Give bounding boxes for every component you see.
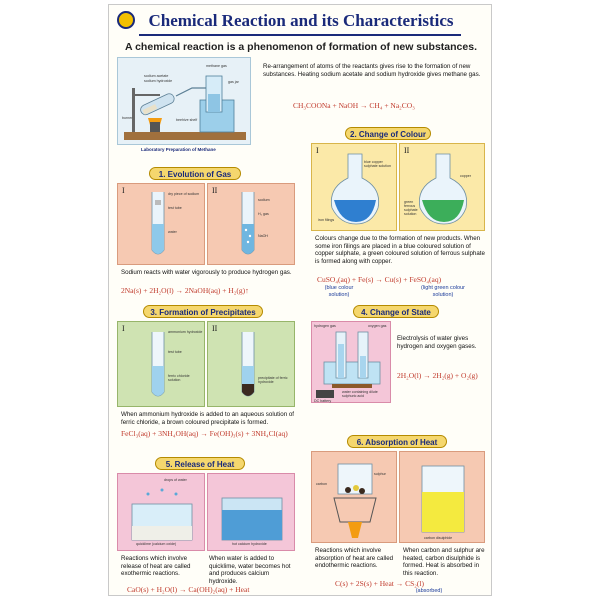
label-h2-gas: H₂ gas (258, 212, 269, 216)
label-gas-jar: gas jar (228, 80, 239, 84)
absorb-panel-2: carbon disulphide (399, 451, 485, 543)
heat-panel-2: hot calcium hydroxide (207, 473, 295, 551)
heading-evolution-of-gas: 1. Evolution of Gas (149, 167, 241, 180)
heading-precipitates: 3. Formation of Precipitates (143, 305, 263, 318)
absorb-equation: C(s) + 2S(s) + Heat → CS₂(l) (335, 579, 424, 588)
panel-number: II (212, 324, 218, 333)
label-test-tube: test tube (168, 206, 182, 210)
absorb-text-left: Reactions which involve absorption of he… (315, 547, 394, 569)
absorb-text-right: When carbon and sulphur are heated, carb… (403, 547, 485, 577)
label-dilute-acid: water containing dilute sulphuric acid (342, 390, 378, 398)
sodium-piece (155, 200, 161, 205)
label-sulphur: sulphur (374, 472, 386, 476)
label-carbon: carbon (316, 482, 327, 486)
colour-panel-2: II green ferrous sulphate solution coppe… (399, 143, 485, 231)
precip-text: When ammonium hydroxide is added to an a… (121, 411, 295, 426)
heading-change-of-state: 4. Change of State (353, 305, 439, 318)
ferric-chloride-tube-diagram (151, 332, 165, 397)
label-ferric-chloride: ferric chloride solution (168, 374, 190, 382)
label-water: water (168, 230, 177, 234)
label-dc-battery: DC battery (314, 399, 332, 403)
panel-number: II (404, 146, 410, 155)
poster: Chemical Reaction and its Characteristic… (108, 4, 492, 596)
publisher-logo (117, 11, 135, 29)
label-sodium-hydroxide: sodium hydroxide (144, 79, 173, 83)
gas-panel-2: II sodium H₂ gas NaOH (207, 183, 295, 265)
heat-panel-1: drops of water quicklime (calcium oxide) (117, 473, 205, 551)
label-carbon-disulphide: carbon disulphide (424, 536, 453, 540)
methane-caption: Laboratory Preparation of Methane (141, 147, 216, 152)
label-dry-sodium: dry piece of sodium (168, 192, 200, 196)
label-copper-sulphate: blue copper sulphate solution (364, 160, 391, 168)
burner (150, 122, 160, 132)
intro-text: Re-arrangement of atoms of the reactants… (263, 63, 481, 78)
label-quicklime: quicklime (calcium oxide) (136, 542, 177, 546)
heat-text-right: When water is added to quicklime, water … (209, 555, 291, 585)
gas-text: Sodium reacts with water vigorously to p… (121, 269, 292, 276)
heat-equation: CaO(s) + H₂O(l) → Ca(OH)₂(aq) + Heat (127, 585, 250, 594)
panel-number: II (212, 186, 218, 195)
page-subtitle: A chemical reaction is a phenomenon of f… (124, 41, 477, 53)
label-hot-calcium-hydroxide: hot calcium hydroxide (232, 542, 267, 546)
label-beehive-shelf: beehive shelf (176, 118, 198, 122)
label-sodium-acetate: sodium acetate (144, 74, 169, 78)
heading-absorption-of-heat: 6. Absorption of Heat (347, 435, 447, 448)
colour-equation: CuSO₄(aq) + Fe(s) → Cu(s) + FeSO₄(aq) (317, 275, 442, 284)
quicklime-diagram (131, 488, 193, 541)
label-hydrogen-gas: hydrogen gas (314, 324, 336, 328)
brown-precipitate (242, 384, 254, 396)
green-flask-diagram (418, 153, 468, 225)
gas-panel-1: I dry piece of sodium test tube water (117, 183, 205, 265)
absorb-panel-1: carbon sulphur (311, 451, 397, 543)
wooden-stand (124, 132, 246, 140)
blue-flask-diagram (330, 153, 380, 225)
panel-number: I (316, 146, 319, 155)
label-methane-gas: methane gas (206, 64, 227, 68)
colour-panel-1: I blue copper sulphate solution iron fil… (311, 143, 397, 231)
label-sodium: sodium (258, 198, 270, 202)
clamp-stand (132, 88, 135, 132)
label-iron-filings: iron filings (318, 218, 335, 222)
label-naoh: NaOH (258, 234, 268, 238)
gas-equation: 2Na(s) + 2H₂O(l) → 2NaOH(aq) + H₂(g)↑ (121, 286, 249, 295)
precip-panel-2: II precipitate of ferric hydroxide (207, 321, 295, 407)
absorb-note: (absorbed) (415, 588, 443, 594)
label-copper: copper (460, 174, 471, 178)
trough (199, 99, 235, 133)
state-text: Electrolysis of water gives hydrogen and… (397, 335, 477, 350)
page-title: Chemical Reaction and its Characteristic… (148, 11, 454, 30)
label-precipitate: precipitate of ferric hydroxide (258, 376, 288, 384)
colour-text: Colours change due to the formation of n… (315, 235, 485, 265)
electrolysis-diagram (316, 331, 381, 398)
colour-note-left: (blue colour solution) (324, 285, 354, 298)
label-burner: burner (122, 116, 133, 120)
colour-note-right: (light green colour solution) (420, 285, 466, 298)
calcium-hydroxide-diagram (221, 497, 283, 541)
heading-change-of-colour: 2. Change of Colour (345, 127, 431, 140)
label-ferrous-sulphate: green ferrous sulphate solution (404, 200, 418, 216)
precipitate-tube-diagram (241, 332, 255, 397)
methane-apparatus-panel: sodium acetate sodium hydroxide methane … (117, 57, 251, 145)
test-tube-hydrogen-diagram (241, 192, 255, 255)
precip-equation: FeCl₃(aq) + 3NH₄OH(aq) → Fe(OH)₃(s) + 3N… (121, 429, 288, 438)
test-tube-sodium-diagram (151, 192, 165, 255)
panel-number: I (122, 186, 125, 195)
dc-battery (316, 390, 334, 398)
label-test-tube: test tube (168, 350, 182, 354)
carbon-disulphide-diagram (421, 465, 465, 533)
title-underline (139, 34, 461, 36)
heading-release-of-heat: 5. Release of Heat (155, 457, 245, 470)
precip-panel-1: I ammonium hydroxide test tube ferric ch… (117, 321, 205, 407)
label-ammonium-hydroxide: ammonium hydroxide (168, 330, 203, 334)
methane-apparatus-diagram (124, 75, 246, 140)
label-drops-of-water: drops of water (164, 478, 187, 482)
state-equation: 2H₂O(l) → 2H₂(g) + O₂(g) (397, 371, 478, 380)
label-oxygen-gas: oxygen gas (368, 324, 387, 328)
heat-text-left: Reactions which involve release of heat … (121, 555, 191, 577)
carbon-sulphur-heating-diagram (333, 463, 377, 538)
state-panel: hydrogen gas oxygen gas water containing… (311, 321, 391, 403)
panel-number: I (122, 324, 125, 333)
methane-equation: CH₃COONa + NaOH → CH₄ + Na₂CO₃ (293, 101, 415, 110)
